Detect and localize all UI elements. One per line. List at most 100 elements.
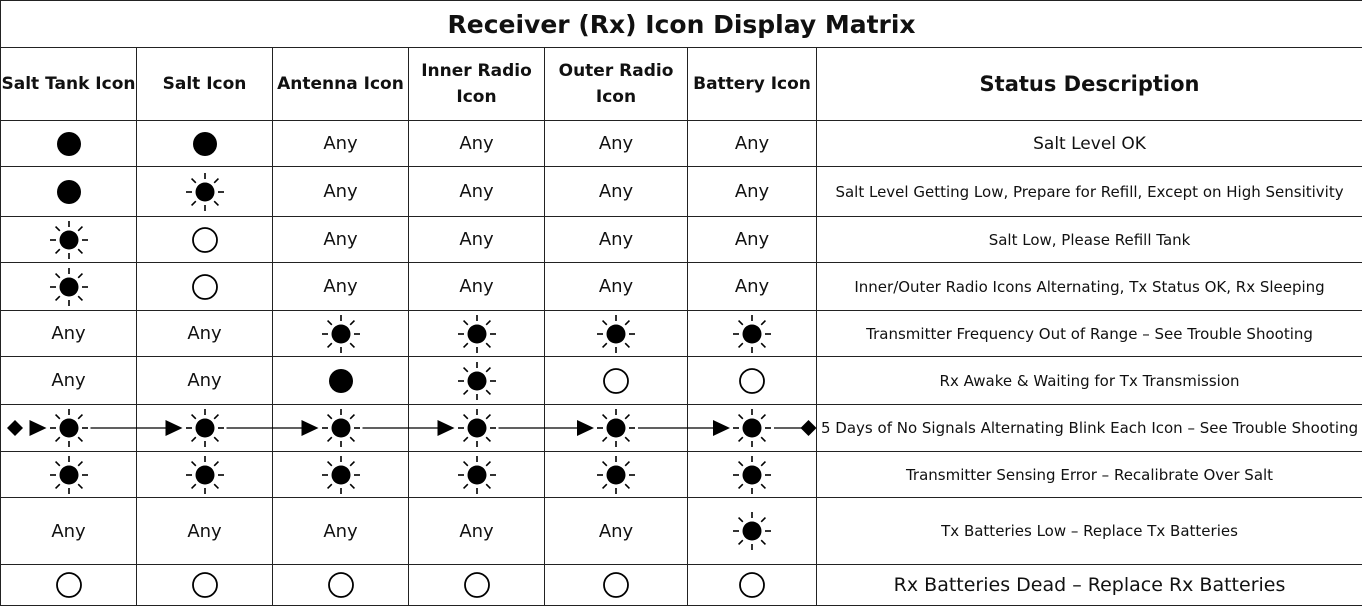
outer-radio-cell: Any [545,498,688,565]
outer-radio-cell: Any [545,263,688,311]
inner-radio-cell [409,311,545,357]
outer-radio-cell: Any [545,217,688,263]
salt-tank-cell [1,217,137,263]
inner-radio-cell: Any [409,167,545,217]
battery-cell: Any [688,263,817,311]
salt-cell [137,452,273,498]
outer-radio-cell [545,357,688,405]
salt-cell [137,263,273,311]
header-inner-radio-icon: Inner Radio Icon [409,48,545,121]
outer-radio-cell: Any [545,121,688,167]
salt-cell [137,121,273,167]
salt-cell [137,565,273,606]
empty-circle-icon [594,361,638,401]
status-description-cell: Inner/Outer Radio Icons Alternating, Tx … [817,263,1362,311]
battery-cell [688,311,817,357]
blinking-dot-icon [594,455,638,495]
salt-cell [137,405,273,452]
header-outer-radio-icon: Outer Radio Icon [545,48,688,121]
table-row: Transmitter Sensing Error – Recalibrate … [1,452,1362,498]
blinking-dot-icon [455,455,499,495]
blinking-dot-icon [455,408,499,448]
solid-dot-icon [47,124,91,164]
header-status-description: Status Description [817,48,1362,121]
status-description-cell: Salt Low, Please Refill Tank [817,217,1362,263]
blinking-dot-icon [730,408,774,448]
antenna-cell [273,311,409,357]
blinking-dot-icon [47,408,91,448]
blinking-dot-icon [47,455,91,495]
salt-tank-cell [1,452,137,498]
table-title: Receiver (Rx) Icon Display Matrix [1,1,1362,48]
battery-cell [688,452,817,498]
solid-dot-icon [47,172,91,212]
status-description-cell: 5 Days of No Signals Alternating Blink E… [817,405,1362,452]
antenna-cell: Any [273,121,409,167]
salt-tank-cell [1,167,137,217]
status-description-cell: Salt Level OK [817,121,1362,167]
inner-radio-cell: Any [409,121,545,167]
blinking-dot-icon [47,267,91,307]
empty-circle-icon [319,565,363,605]
antenna-cell [273,405,409,452]
outer-radio-cell [545,311,688,357]
salt-tank-cell: Any [1,311,137,357]
blinking-dot-icon [183,455,227,495]
status-description-cell: Rx Awake & Waiting for Tx Transmission [817,357,1362,405]
battery-cell: Any [688,167,817,217]
blinking-dot-icon [183,172,227,212]
inner-radio-cell: Any [409,217,545,263]
battery-cell: Any [688,121,817,167]
blinking-dot-icon [319,314,363,354]
salt-tank-cell [1,405,137,452]
battery-cell [688,565,817,606]
blinking-dot-icon [594,408,638,448]
empty-circle-icon [183,267,227,307]
outer-radio-cell [545,452,688,498]
status-description-cell: Salt Level Getting Low, Prepare for Refi… [817,167,1362,217]
inner-radio-cell: Any [409,498,545,565]
empty-circle-icon [730,565,774,605]
battery-cell [688,498,817,565]
solid-dot-icon [319,361,363,401]
outer-radio-cell: Any [545,167,688,217]
empty-circle-icon [594,565,638,605]
antenna-cell [273,452,409,498]
blinking-dot-icon [455,314,499,354]
antenna-cell [273,565,409,606]
battery-cell [688,357,817,405]
salt-tank-cell [1,263,137,311]
empty-circle-icon [47,565,91,605]
blinking-dot-icon [594,314,638,354]
salt-tank-cell [1,121,137,167]
salt-tank-cell: Any [1,357,137,405]
header-row: Salt Tank Icon Salt Icon Antenna Icon In… [1,48,1362,121]
inner-radio-cell [409,357,545,405]
status-description-cell: Tx Batteries Low – Replace Tx Batteries [817,498,1362,565]
empty-circle-icon [183,220,227,260]
outer-radio-cell [545,405,688,452]
salt-cell [137,217,273,263]
header-antenna-icon: Antenna Icon [273,48,409,121]
status-description-cell: Transmitter Sensing Error – Recalibrate … [817,452,1362,498]
battery-cell: Any [688,217,817,263]
empty-circle-icon [183,565,227,605]
antenna-cell: Any [273,498,409,565]
antenna-cell [273,357,409,405]
blinking-dot-icon [319,408,363,448]
salt-cell: Any [137,311,273,357]
antenna-cell: Any [273,167,409,217]
header-salt-tank-icon: Salt Tank Icon [1,48,137,121]
inner-radio-cell: Any [409,263,545,311]
salt-cell: Any [137,357,273,405]
empty-circle-icon [730,361,774,401]
solid-dot-icon [183,124,227,164]
